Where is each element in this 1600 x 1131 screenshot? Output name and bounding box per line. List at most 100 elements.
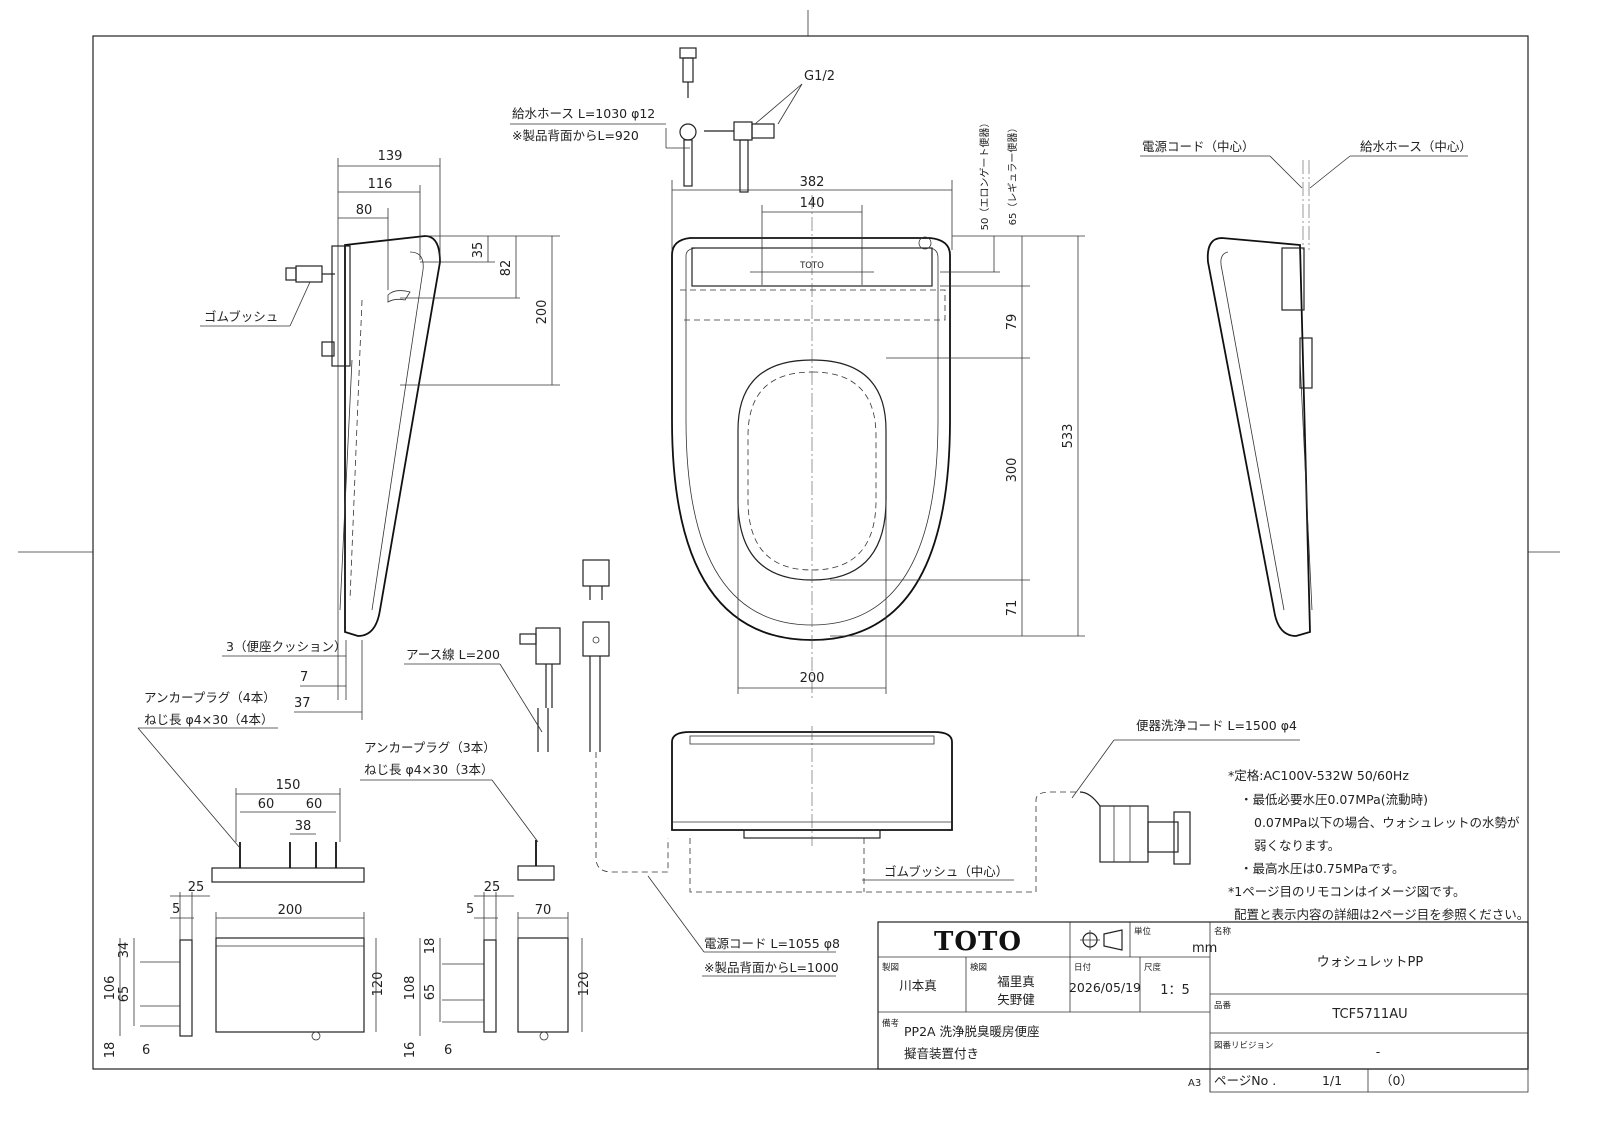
label-anchor-4: アンカープラグ（4本） <box>144 690 276 705</box>
top-view-seat: TOTO 382 140 50（エロンゲート便器） 65（レギュラー便器） 79… <box>510 47 1085 700</box>
note-line-3: 0.07MPa以下の場合、ウォシュレットの水勢が <box>1254 815 1520 830</box>
scale-label: 尺度 <box>1144 962 1162 973</box>
label-supply-hose-center: 給水ホース（中心） <box>1360 139 1472 154</box>
scale-value: 1：5 <box>1160 983 1190 998</box>
checked-label: 検図 <box>970 962 987 973</box>
dim-remote-34: 34 <box>117 942 132 959</box>
dim-holder-108: 108 <box>403 976 418 1001</box>
label-regular-bowl: 65（レギュラー便器） <box>1006 123 1019 226</box>
name-label: 名称 <box>1214 926 1232 937</box>
part-label: 品番 <box>1214 1000 1232 1011</box>
dim-holder-5: 5 <box>466 902 474 917</box>
date-value: 2026/05/19 <box>1069 980 1141 995</box>
unit-label: 単位 <box>1134 926 1152 937</box>
receiver-unit: 便器洗浄コード L=1500 φ4 <box>1071 718 1300 865</box>
label-power-cord-sub: ※製品背面からL=1000 <box>704 960 839 975</box>
dim-35: 35 <box>471 242 486 259</box>
hose-connector-icon <box>285 265 335 283</box>
label-power-cord-center: 電源コード（中心） <box>1142 139 1255 154</box>
holder-views: 25 5 70 18 108 65 120 16 6 <box>403 880 592 1058</box>
dim-holder-16: 16 <box>403 1042 418 1059</box>
checked-value-1: 福里真 <box>997 974 1035 989</box>
dim-300: 300 <box>1005 458 1020 483</box>
dim-533: 533 <box>1061 424 1076 449</box>
dim-80: 80 <box>356 203 373 218</box>
dim-remote-106: 106 <box>103 976 118 1001</box>
dim-remote-65: 65 <box>117 986 132 1003</box>
label-g12: G1/2 <box>804 69 835 84</box>
note-line-7: 配置と表示内容の詳細は2ページ目を参照ください。 <box>1234 907 1529 922</box>
page-value: 1/1 <box>1322 1073 1342 1088</box>
dim-150: 150 <box>276 778 301 793</box>
dim-38: 38 <box>295 819 312 834</box>
spec-notes: *定格:AC100V-532W 50/60Hz ・最低必要水圧0.07MPa(流… <box>1228 768 1529 922</box>
brand-logo: TOTO <box>934 927 1022 957</box>
page-label: ページNo . <box>1214 1073 1276 1088</box>
dim-71: 71 <box>1005 600 1020 617</box>
note-line-6: *1ページ目のリモコンはイメージ図です。 <box>1228 884 1465 899</box>
dim-holder-25: 25 <box>484 880 501 895</box>
dim-remote-200: 200 <box>278 903 303 918</box>
anchor-plate-4: 150 60 60 38 アンカープラグ（4本） ねじ長 φ4×30（4本） <box>137 690 365 883</box>
dim-seat-200: 200 <box>800 671 825 686</box>
dim-37: 37 <box>294 696 311 711</box>
label-screw-4: ねじ長 φ4×30（4本） <box>144 712 274 727</box>
dim-82: 82 <box>499 260 514 277</box>
label-screw-3: ねじ長 φ4×30（3本） <box>364 762 494 777</box>
note-line-4: 弱くなります。 <box>1254 838 1340 853</box>
remote-views: 25 5 200 34 106 65 120 18 6 <box>103 880 386 1058</box>
dim-remote-6: 6 <box>142 1043 150 1058</box>
part-number: TCF5711AU <box>1331 1007 1407 1022</box>
label-elongated-bowl: 50（エロンゲート便器） <box>978 118 991 231</box>
unit-value: mm <box>1192 941 1217 956</box>
dim-remote-25: 25 <box>188 880 205 895</box>
dim-remote-120: 120 <box>371 972 386 997</box>
svg-text:TOTO: TOTO <box>799 261 824 271</box>
side-view-right: 電源コード（中心） 給水ホース（中心） <box>1140 139 1472 637</box>
checked-value-2: 矢野健 <box>997 992 1035 1007</box>
dim-200: 200 <box>535 300 550 325</box>
side-view-left: 139 116 80 35 82 200 ゴムブッシュ 3（便座クッション） 7… <box>200 149 560 720</box>
drawing-frame <box>18 10 1560 1070</box>
label-remote-cord: 便器洗浄コード L=1500 φ4 <box>1136 718 1297 733</box>
dim-382: 382 <box>800 175 825 190</box>
dim-139: 139 <box>378 149 403 164</box>
front-view-seat: ゴムブッシュ（中心） <box>671 726 1080 893</box>
dim-79: 79 <box>1005 314 1020 331</box>
dim-holder-120: 120 <box>577 972 592 997</box>
note-label: 備考 <box>882 1018 899 1029</box>
note-line-2: ・最低必要水圧0.07MPa(流動時) <box>1240 792 1428 807</box>
label-supply-hose: 給水ホース L=1030 φ12 <box>512 106 655 121</box>
dim-remote-5: 5 <box>172 902 180 917</box>
plugs-and-cords: アース線 L=200 電源コード L=1055 φ8 ※製品背面からL=1000 <box>404 559 840 977</box>
dim-140: 140 <box>800 196 825 211</box>
revision-label: 図番リビジョン <box>1214 1040 1274 1051</box>
revision-value: - <box>1376 1044 1381 1059</box>
date-label: 日付 <box>1074 962 1092 973</box>
note-line-5: ・最高水圧は0.75MPaです。 <box>1240 861 1405 876</box>
title-block: TOTO 単位 mm 名称 ウォシュレットPP 製図 川本真 検図 福里真 矢野… <box>877 921 1529 1093</box>
page-suffix: （0） <box>1380 1073 1413 1088</box>
label-earth-wire: アース線 L=200 <box>406 647 500 662</box>
drawn-value: 川本真 <box>899 978 937 993</box>
label-power-cord: 電源コード L=1055 φ8 <box>704 936 840 951</box>
dim-holder-18: 18 <box>423 938 438 955</box>
note-line-1: *定格:AC100V-532W 50/60Hz <box>1228 768 1409 783</box>
label-anchor-3: アンカープラグ（3本） <box>364 740 496 755</box>
label-rubber-bushing: ゴムブッシュ <box>204 309 278 324</box>
note-value-2: 擬音装置付き <box>904 1046 979 1061</box>
note-value-1: PP2A 洗浄脱臭暖房便座 <box>904 1024 1040 1039</box>
anchor-plate-3: アンカープラグ（3本） ねじ長 φ4×30（3本） <box>360 740 555 881</box>
product-name: ウォシュレットPP <box>1317 955 1424 970</box>
dim-7: 7 <box>300 670 308 685</box>
label-bushing-center: ゴムブッシュ（中心） <box>884 864 1008 879</box>
dim-holder-65: 65 <box>423 984 438 1001</box>
drawn-label: 製図 <box>882 962 899 973</box>
dim-60-a: 60 <box>258 797 275 812</box>
dim-remote-18: 18 <box>103 1042 118 1059</box>
dim-60-b: 60 <box>306 797 323 812</box>
dim-holder-70: 70 <box>535 903 552 918</box>
label-supply-hose-sub: ※製品背面からL=920 <box>512 128 639 143</box>
label-seat-cushion: 3（便座クッション） <box>226 639 346 654</box>
